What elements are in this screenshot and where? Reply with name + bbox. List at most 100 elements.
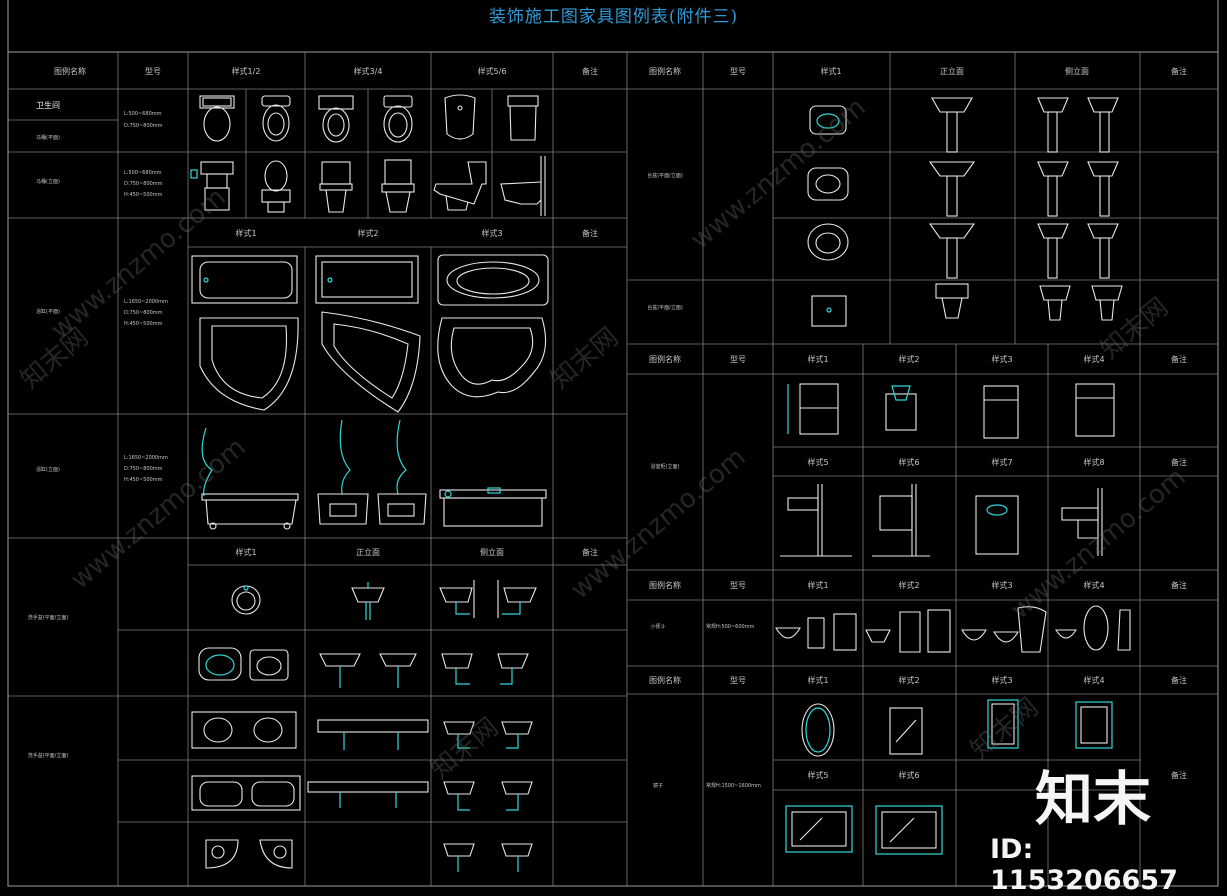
row-label-cabinet: 浴室柜(立面) <box>651 463 680 470</box>
bath-header-note: 备注 <box>582 228 598 238</box>
mir-header-style1: 样式1 <box>807 675 828 685</box>
toilet-elev-5-icon <box>433 161 487 211</box>
row-label-bath-plan: 浴缸(平面) <box>36 308 60 315</box>
row-label-urinal: 小便斗 <box>650 623 665 630</box>
toilet-elev-3-icon <box>319 161 353 213</box>
cabinet-symbols <box>780 383 1115 557</box>
spec-bath-elev-2: D:750~800mm <box>124 466 163 472</box>
vanity-double-front-2-icon <box>307 781 429 808</box>
outer-frame <box>7 51 1219 887</box>
basin-side-1-icon <box>439 580 475 618</box>
header-front-r: 正立面 <box>940 66 964 76</box>
urinal-symbols <box>775 605 1131 653</box>
vanity-double-plan-1-icon <box>191 711 297 749</box>
row-label-toilet-plan: 马桶(平面) <box>36 134 60 141</box>
row-label-basin-single: 洗手盆(平面/立面) <box>28 614 69 621</box>
pedestal-plan-1-icon <box>809 105 847 135</box>
uri-header-style3: 样式3 <box>991 580 1012 590</box>
cab-header-name: 图例名称 <box>649 354 681 364</box>
urinal-2b-icon <box>899 611 921 653</box>
row-label-toilet-group: 卫生间 <box>36 100 60 110</box>
spec-toilet-plan-2: D:750~800mm <box>124 123 163 129</box>
cab-header-style1: 样式1 <box>807 354 828 364</box>
uri-header-style1: 样式1 <box>807 580 828 590</box>
pedestal-side-4b-icon <box>1091 285 1123 321</box>
cab-header-note2: 备注 <box>1171 457 1187 467</box>
cabinet-2-icon <box>885 385 917 431</box>
cabinet-5-icon <box>780 484 852 557</box>
cabinet-7-icon <box>975 495 1019 555</box>
mir-header-model: 型号 <box>730 676 746 685</box>
mirror-symbols <box>785 699 1113 855</box>
toilet-plan-2-icon <box>261 95 291 142</box>
toilet-elev-6-icon <box>500 156 546 216</box>
urinal-4a-icon <box>1055 629 1077 639</box>
basin-header-front: 正立面 <box>356 547 380 557</box>
toilet-plan-symbols <box>199 94 539 143</box>
urinal-1b-icon <box>807 617 825 649</box>
cabinet-4-icon <box>1075 383 1115 437</box>
mir-header-style2: 样式2 <box>898 675 919 685</box>
watermark-brand-4: 知末网 <box>425 712 504 785</box>
cab-header-style7: 样式7 <box>991 457 1012 467</box>
row-label-basin-double: 洗手盆(平面/立面) <box>28 752 69 759</box>
basin-front-3-icon <box>379 653 417 688</box>
urinal-3c-icon <box>1017 606 1047 653</box>
header-name: 图例名称 <box>54 66 86 76</box>
header-side-r: 侧立面 <box>1065 66 1089 76</box>
basin-corner-plan-2-icon <box>259 839 293 869</box>
watermark-url-3: www.znzmo.com <box>1005 462 1191 625</box>
vanity-double-side-4-icon <box>501 781 533 811</box>
watermark-brand-2: 知末网 <box>545 322 624 395</box>
cabinet-1-icon <box>787 383 839 435</box>
vanity-double-side-3-icon <box>443 781 475 811</box>
watermark-brand-5: 知末网 <box>965 692 1044 765</box>
bathtub-rect-1-icon <box>191 255 298 304</box>
mirror-rect-3-icon <box>1075 701 1113 749</box>
cabinet-3-icon <box>983 385 1019 439</box>
mir-header-note2: 备注 <box>1171 770 1187 780</box>
bathtub-elev-3-icon <box>377 419 427 525</box>
pedestal-symbols <box>807 97 1123 327</box>
pedestal-side-2a-icon <box>1037 161 1069 217</box>
cab-header-style6: 样式6 <box>898 457 919 467</box>
urinal-2a-icon <box>865 629 891 643</box>
bath-elev-symbols <box>201 419 547 530</box>
cabinet-6-icon <box>872 484 930 557</box>
mir-header-note: 备注 <box>1171 675 1187 685</box>
spec-bath-plan-1: L:1650~2000mm <box>124 299 168 305</box>
header-style34: 样式3/4 <box>354 66 383 76</box>
pedestal-plan-3-icon <box>807 223 849 261</box>
cab-header-model: 型号 <box>730 355 746 364</box>
toilet-plan-6-icon <box>507 95 539 141</box>
toilet-plan-1-icon <box>199 95 235 142</box>
header-name-r: 图例名称 <box>649 66 681 76</box>
pedestal-side-3a-icon <box>1037 223 1069 279</box>
urinal-4b-icon <box>1083 605 1109 651</box>
basin-round-plan-icon <box>231 585 261 615</box>
pedestal-front-1-icon <box>931 97 973 153</box>
header-style1-r: 样式1 <box>820 66 841 76</box>
row-label-toilet-elev: 马桶(立面) <box>36 178 60 185</box>
row-label-bath-elev: 浴缸(立面) <box>36 466 60 473</box>
pedestal-side-1b-icon <box>1087 97 1119 153</box>
pedestal-side-2b-icon <box>1087 161 1119 217</box>
basin-corner-plan-1-icon <box>205 839 239 869</box>
bath-plan-symbols <box>191 254 549 413</box>
uri-header-style2: 样式2 <box>898 580 919 590</box>
bathtub-corner-2-icon <box>321 311 421 413</box>
header-model: 型号 <box>145 67 161 76</box>
header-note-r: 备注 <box>1171 66 1187 76</box>
mir-header-style4: 样式4 <box>1083 675 1104 685</box>
spec-toilet-elev-1: L:500~680mm <box>124 170 162 176</box>
cab-header-style2: 样式2 <box>898 354 919 364</box>
pedestal-plan-2-icon <box>807 167 849 201</box>
spec-mirror: 常规H:1500~1600mm <box>706 782 761 789</box>
spec-bath-plan-2: D:750~800mm <box>124 310 163 316</box>
toilet-plan-4-icon <box>383 95 413 143</box>
basin-wall-front-icon <box>351 582 385 620</box>
bath-header-style2: 样式2 <box>357 228 378 238</box>
bathtub-corner-1-icon <box>199 317 299 411</box>
spec-urinal: 常规H:500~600mm <box>706 623 755 630</box>
